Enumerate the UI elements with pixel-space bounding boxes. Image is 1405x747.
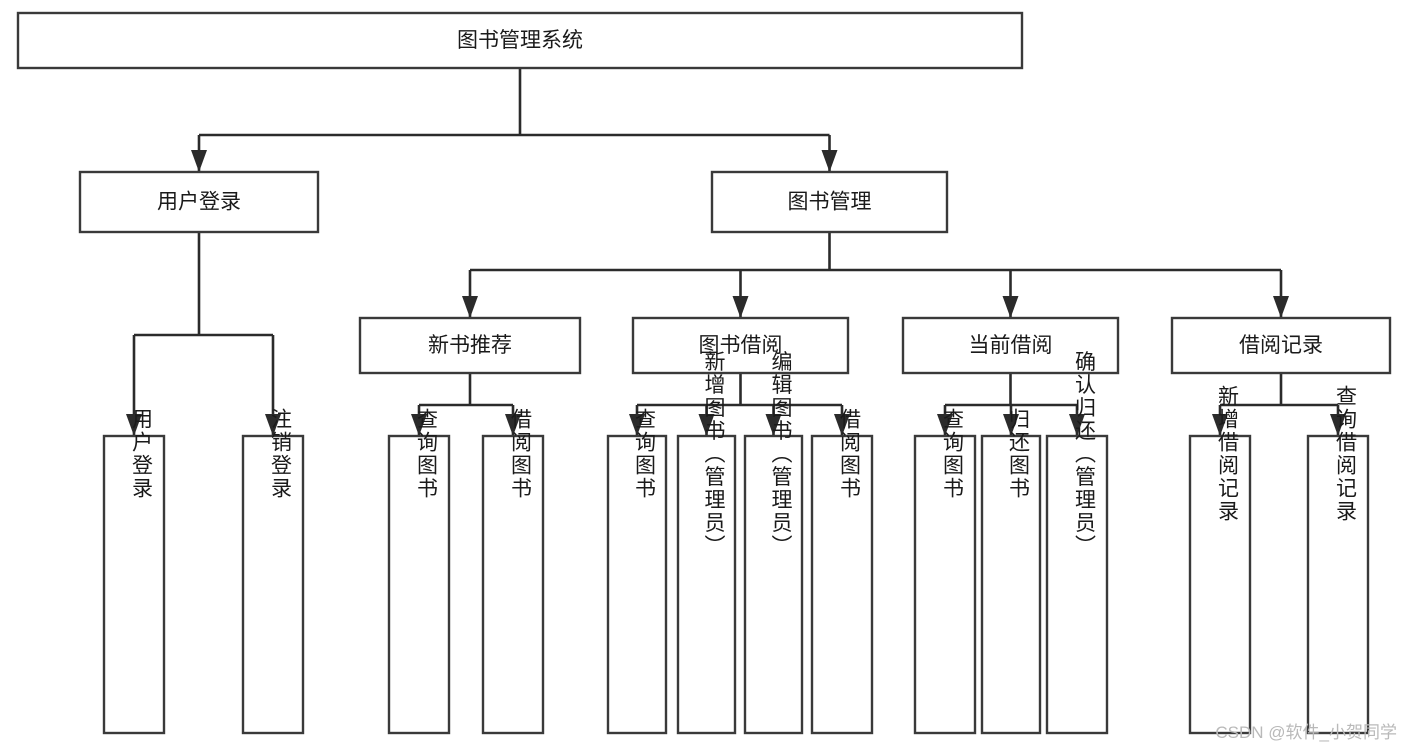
node-box-leaf-user-login[interactable] bbox=[102, 434, 166, 735]
node-box-leaf-add-book[interactable] bbox=[676, 434, 737, 735]
node-box-borrow-record[interactable] bbox=[1170, 316, 1392, 375]
node-leaf-query-book-3[interactable]: 查询图书 bbox=[913, 408, 977, 735]
arrow-head-icon bbox=[505, 414, 521, 436]
node-label-leaf-query-record: 查询借阅记录 bbox=[1334, 385, 1358, 523]
node-label-leaf-add-record: 新增借阅记录 bbox=[1216, 385, 1240, 523]
node-leaf-query-book-1[interactable]: 查询图书 bbox=[387, 408, 451, 735]
arrow-head-icon bbox=[834, 414, 850, 436]
arrow-head-icon bbox=[1273, 296, 1289, 318]
node-leaf-user-login[interactable]: 用户登录 bbox=[102, 408, 166, 735]
arrow-head-icon bbox=[1330, 414, 1346, 436]
node-box-leaf-query-book-2[interactable] bbox=[606, 434, 668, 735]
node-label-leaf-user-login: 用户登录 bbox=[130, 408, 154, 500]
node-label-leaf-logout: 注销登录 bbox=[269, 408, 293, 500]
node-layer: 图书管理系统用户登录图书管理新书推荐图书借阅当前借阅借阅记录用户登录注销登录查询… bbox=[16, 11, 1392, 735]
node-box-book-manage[interactable] bbox=[710, 170, 949, 234]
node-leaf-add-record[interactable]: 新增借阅记录 bbox=[1188, 385, 1252, 735]
node-leaf-borrow-book-2[interactable]: 借阅图书 bbox=[810, 408, 874, 735]
node-box-root[interactable] bbox=[16, 11, 1024, 70]
node-label-leaf-query-book-2: 查询图书 bbox=[633, 408, 657, 500]
node-box-current-borrow[interactable] bbox=[901, 316, 1120, 375]
node-box-book-borrow[interactable] bbox=[631, 316, 850, 375]
arrow-head-icon bbox=[732, 296, 749, 318]
node-label-user-login: 用户登录 bbox=[157, 191, 241, 214]
node-user-login[interactable]: 用户登录 bbox=[78, 170, 320, 234]
node-box-leaf-borrow-book-1[interactable] bbox=[481, 434, 545, 735]
node-leaf-return-book[interactable]: 归还图书 bbox=[980, 408, 1042, 735]
node-label-leaf-add-book: 新增图书（管理员） bbox=[702, 351, 726, 558]
node-label-leaf-borrow-book-1: 借阅图书 bbox=[509, 408, 533, 500]
arrow-head-icon bbox=[629, 414, 645, 436]
node-label-leaf-borrow-book-2: 借阅图书 bbox=[838, 408, 862, 500]
node-label-book-borrow: 图书借阅 bbox=[699, 334, 783, 357]
node-label-leaf-confirm-return: 确认归还（管理员） bbox=[1073, 351, 1097, 558]
node-box-leaf-logout[interactable] bbox=[241, 434, 305, 735]
arrow-head-icon bbox=[1069, 414, 1085, 436]
arrow-head-icon bbox=[265, 414, 281, 436]
arrow-head-icon bbox=[1212, 414, 1228, 436]
node-leaf-confirm-return[interactable]: 确认归还（管理员） bbox=[1045, 351, 1109, 735]
node-label-root: 图书管理系统 bbox=[457, 29, 583, 52]
node-box-leaf-edit-book[interactable] bbox=[743, 434, 804, 735]
node-box-leaf-query-book-3[interactable] bbox=[913, 434, 977, 735]
arrow-head-icon bbox=[1003, 414, 1019, 436]
arrow-head-icon bbox=[411, 414, 427, 436]
node-label-book-manage: 图书管理 bbox=[788, 191, 872, 214]
node-box-user-login[interactable] bbox=[78, 170, 320, 234]
node-leaf-query-record[interactable]: 查询借阅记录 bbox=[1306, 385, 1370, 735]
node-label-current-borrow: 当前借阅 bbox=[969, 334, 1053, 357]
node-borrow-record[interactable]: 借阅记录 bbox=[1170, 316, 1392, 375]
arrow-head-icon bbox=[698, 414, 715, 436]
node-leaf-logout[interactable]: 注销登录 bbox=[241, 408, 305, 735]
arrow-head-icon bbox=[191, 150, 207, 172]
node-box-leaf-confirm-return[interactable] bbox=[1045, 434, 1109, 735]
node-box-leaf-return-book[interactable] bbox=[980, 434, 1042, 735]
node-box-leaf-query-record[interactable] bbox=[1306, 434, 1370, 735]
node-current-borrow[interactable]: 当前借阅 bbox=[901, 316, 1120, 375]
node-box-leaf-add-record[interactable] bbox=[1188, 434, 1252, 735]
node-leaf-borrow-book-1[interactable]: 借阅图书 bbox=[481, 408, 545, 735]
node-label-new-book-rec: 新书推荐 bbox=[428, 334, 512, 357]
node-leaf-add-book[interactable]: 新增图书（管理员） bbox=[676, 351, 737, 735]
node-leaf-edit-book[interactable]: 编辑图书（管理员） bbox=[743, 351, 804, 735]
arrow-head-icon bbox=[126, 414, 142, 436]
arrow-head-icon bbox=[462, 296, 478, 318]
node-box-leaf-borrow-book-2[interactable] bbox=[810, 434, 874, 735]
node-book-manage[interactable]: 图书管理 bbox=[710, 170, 949, 234]
node-new-book-rec[interactable]: 新书推荐 bbox=[358, 316, 582, 375]
node-label-leaf-edit-book: 编辑图书（管理员） bbox=[769, 351, 793, 558]
node-label-leaf-query-book-1: 查询图书 bbox=[415, 408, 439, 500]
node-label-leaf-query-book-3: 查询图书 bbox=[941, 408, 965, 500]
arrow-head-icon bbox=[1002, 296, 1019, 318]
node-box-leaf-query-book-1[interactable] bbox=[387, 434, 451, 735]
node-label-leaf-return-book: 归还图书 bbox=[1007, 408, 1031, 500]
arrow-head-icon bbox=[821, 150, 838, 172]
node-book-borrow[interactable]: 图书借阅 bbox=[631, 316, 850, 375]
node-root[interactable]: 图书管理系统 bbox=[16, 11, 1024, 70]
arrow-head-icon bbox=[765, 414, 782, 436]
node-box-new-book-rec[interactable] bbox=[358, 316, 582, 375]
connector-layer bbox=[126, 68, 1346, 436]
node-leaf-query-book-2[interactable]: 查询图书 bbox=[606, 408, 668, 735]
node-label-borrow-record: 借阅记录 bbox=[1239, 334, 1323, 357]
arrow-head-icon bbox=[937, 414, 953, 436]
